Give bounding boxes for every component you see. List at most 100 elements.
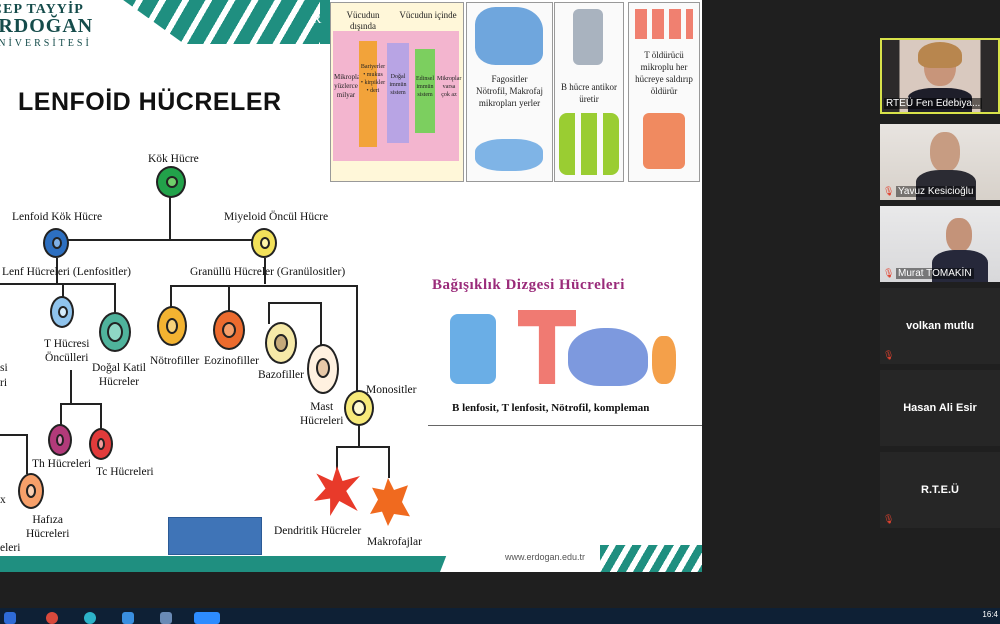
tree-line xyxy=(169,197,171,239)
participant-name: Hasan Ali Esir xyxy=(903,402,977,414)
cartoon-panel-1-text: Fagositler Nötrofil, Makrofaj mikropları… xyxy=(476,74,543,108)
immune-adaptive-box xyxy=(415,49,435,133)
cartoon-panel-tcell: T öldürücü mikroplu her hücreye saldırıp… xyxy=(628,2,700,182)
university-logo: CEP TAYYİP ERDOĞAN ÜNİVERSİTESİ xyxy=(0,2,93,49)
tree-line xyxy=(0,434,26,436)
immune-right-text: Mikroplar varsa çok az xyxy=(437,76,462,98)
avatar-body xyxy=(932,250,988,282)
footer-url: www.erdogan.edu.tr xyxy=(505,552,586,562)
immune-system-panel: Vücudun dışında Vücudun içinde Mikroplar… xyxy=(330,2,464,182)
label-eosinophils: Eozinofiller xyxy=(204,355,259,367)
label-stem-cell: Kök Hücre xyxy=(148,153,199,165)
label-lymphoid-stem-cell: Lenfoid Kök Hücre xyxy=(12,211,103,223)
label-mast-cells: Mast Hücreleri xyxy=(300,401,344,427)
th-cell-icon xyxy=(48,424,72,456)
phagocyte-small-icon xyxy=(475,139,543,171)
blue-rectangle-shape xyxy=(168,517,262,555)
tree-line xyxy=(356,285,358,391)
bagisiklik-illustration xyxy=(444,306,686,394)
participant-tile-4[interactable]: volkan mutlu 🎙 xyxy=(880,288,1000,364)
tree-line xyxy=(56,258,58,284)
logo-line-3: ÜNİVERSİTESİ xyxy=(0,38,92,49)
tree-line xyxy=(268,302,320,304)
phagocyte-cartoon-icon xyxy=(475,7,543,65)
immune-left-text: Mikropları yüzlerce milyar xyxy=(334,73,365,99)
logo-line-1: CEP TAYYİP xyxy=(0,2,84,17)
avatar xyxy=(946,218,972,252)
label-basophils: Bazofiller xyxy=(258,369,304,381)
presentation-slide: R CEP TAYYİP ERDOĞAN ÜNİVERSİTESİ LENFOİ… xyxy=(0,0,702,572)
tcell-attack-icon xyxy=(643,113,685,169)
label-lymphocytes: Lenf Hücreleri (Lenfositler) xyxy=(2,266,131,278)
label-granulocytes: Granüllü Hücreler (Granülositler) xyxy=(190,266,346,278)
tree-line xyxy=(100,403,102,429)
tree-line xyxy=(268,302,270,324)
muted-mic-icon: 🎙 xyxy=(883,268,895,278)
zoom-taskbar-icon[interactable] xyxy=(194,612,220,624)
label-monocytes: Monositler xyxy=(366,384,417,396)
macrophage-icon xyxy=(370,478,410,526)
participant-name: RTEÜ Fen Edebiya... xyxy=(884,98,983,109)
natural-killer-icon xyxy=(99,312,131,352)
dendritic-cell-icon xyxy=(314,466,360,516)
label-t-progenitors: T Hücresi Öncülleri xyxy=(44,338,90,364)
antibody-cartoon-icon xyxy=(559,113,619,175)
mast-cell-icon xyxy=(307,344,339,394)
participant-tile-6[interactable]: R.T.E.Ü 🎙 xyxy=(880,452,1000,528)
immune-innate-text: Doğal immün sistem xyxy=(389,74,407,96)
muted-mic-icon: 🎙 xyxy=(883,514,895,524)
label-dendritic-cells: Dendritik Hücreler xyxy=(274,525,362,537)
participant-name: R.T.E.Ü xyxy=(921,484,959,496)
label-natural-killer: Doğal Katil Hücreler xyxy=(92,362,146,388)
label-neutrophils: Nötrofiller xyxy=(150,355,200,367)
caption-underline xyxy=(428,425,702,426)
label-memory-cells: Hafıza Hücreleri xyxy=(26,514,70,540)
chrome-icon[interactable] xyxy=(46,612,58,624)
participant-tile-3[interactable]: 🎙 Murat TOMAKİN xyxy=(880,206,1000,282)
cartoon-panel-bcell: B hücre antikor üretir xyxy=(554,2,624,182)
muted-mic-icon: 🎙 xyxy=(883,186,895,196)
start-icon[interactable] xyxy=(4,612,16,624)
app-icon[interactable] xyxy=(122,612,134,624)
participant-tile-5[interactable]: Hasan Ali Esir xyxy=(880,370,1000,446)
logo-line-2: ERDOĞAN xyxy=(0,15,94,37)
label-macrophages: Makrofajlar xyxy=(367,536,422,548)
bagisiklik-title: Bağışıklık Dizgesi Hücreleri xyxy=(432,277,625,293)
participant-tile-1[interactable]: RTEÜ Fen Edebiya... xyxy=(880,38,1000,114)
tree-line xyxy=(114,284,116,314)
participant-name: Yavuz Kesicioğlu xyxy=(896,186,976,197)
tree-line xyxy=(170,285,356,287)
lymphoid-stem-cell-icon xyxy=(43,228,69,258)
app-icon[interactable] xyxy=(160,612,172,624)
t-cell-progenitor-icon xyxy=(50,296,74,328)
label-cut-2: ri xyxy=(0,377,8,389)
label-tc-cells: Tc Hücreleri xyxy=(96,466,154,478)
avatar xyxy=(930,132,960,172)
label-th-cells: Th Hücreleri xyxy=(32,458,92,470)
immune-barrier-box xyxy=(359,41,377,147)
edge-icon[interactable] xyxy=(84,612,96,624)
monocyte-icon xyxy=(344,390,374,426)
basophil-icon xyxy=(265,322,297,364)
tree-line xyxy=(26,434,28,474)
t-letter-cartoon-icon xyxy=(518,310,576,384)
tcell-cartoon-icon xyxy=(635,9,693,39)
memory-cell-icon xyxy=(18,473,44,509)
participant-tile-2[interactable]: 🎙 Yavuz Kesicioğlu xyxy=(880,124,1000,200)
immune-label-outside: Vücudun dışında xyxy=(346,10,380,31)
myeloid-progenitor-icon xyxy=(251,228,277,258)
tree-line xyxy=(0,283,116,285)
header-stripe-gaps xyxy=(120,0,320,44)
cartoon-panel-phagocytes: Fagositler Nötrofil, Makrofaj mikropları… xyxy=(466,2,553,182)
tree-line xyxy=(170,285,172,307)
tree-line xyxy=(62,284,64,298)
tree-line xyxy=(264,258,266,284)
immune-innate-box xyxy=(387,43,409,143)
neutrophil-icon xyxy=(157,306,187,346)
tree-line xyxy=(56,239,265,241)
neutrophil-cartoon-icon xyxy=(568,328,648,386)
label-myeloid-progenitor: Miyeloid Öncül Hücre xyxy=(224,211,329,223)
tree-line xyxy=(336,446,390,448)
immune-adaptive-text: Edinsel immün sistem xyxy=(416,76,434,98)
label-cut-1: si xyxy=(0,362,8,374)
